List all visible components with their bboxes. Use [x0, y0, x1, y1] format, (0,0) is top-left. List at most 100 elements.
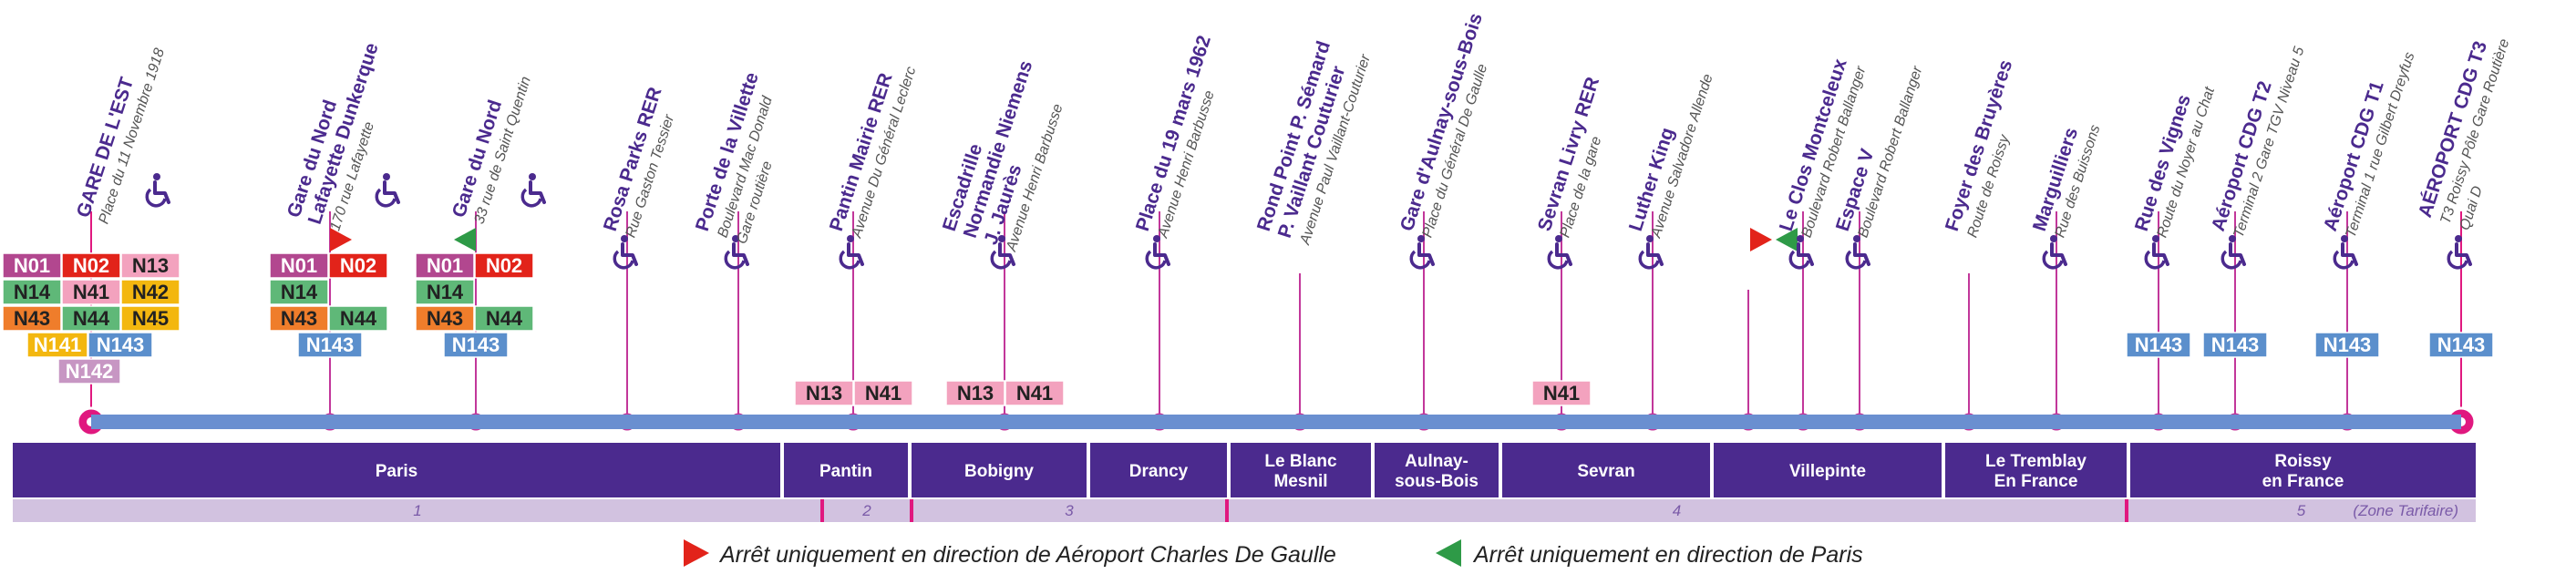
stop-label: EscadrilleNormandie NiemensJ. JaurèsAven…: [939, 51, 1077, 254]
stop[interactable]: EscadrilleNormandie NiemensJ. JaurèsAven…: [939, 51, 1077, 431]
line-badge: N44: [61, 305, 121, 332]
stop-label: Gare d'Aulnay-sous-BoisPlace du Général …: [1396, 11, 1505, 240]
line-badge-label: N41: [865, 382, 902, 405]
line-badge-label: N143: [2211, 333, 2260, 356]
stop[interactable]: GARE DE L'ESTPlace du 11 Novembre 1918N0…: [2, 39, 180, 437]
line-badge: N14: [2, 279, 62, 305]
line-badge: N13: [794, 380, 854, 406]
fare-zone: 5: [2125, 499, 2476, 522]
green-flag-icon: [1436, 539, 1461, 567]
stop-label: AÉROPORT CDG T3T3 Roissy Pôle Gare Routi…: [2415, 29, 2531, 232]
stop-label: Gare du NordLafayette Dunkerque170 rue L…: [283, 34, 401, 233]
wheelchair-icon: [145, 173, 170, 208]
wheelchair-icon: [990, 235, 1015, 270]
line-badge-label: N41: [1016, 382, 1053, 405]
line-badge-label: N13: [132, 254, 169, 277]
stop[interactable]: Rosa Parks RERRue Gaston Tessier: [600, 85, 685, 431]
stop[interactable]: Place du 19 mars 1962Avenue Henri Barbus…: [1132, 33, 1233, 431]
wheelchair-icon: [2333, 235, 2358, 270]
stop[interactable]: Aéroport CDG T1Terminal 1 rue Gilbert Dr…: [2314, 43, 2418, 431]
stop[interactable]: MarguilliersRue des Buissons: [2029, 116, 2104, 431]
stop[interactable]: Porte de la VilletteBoulevard Mac Donald…: [692, 70, 800, 431]
stop[interactable]: Aéroport CDG T2Terminal 2 Gare TGV Nivea…: [2202, 37, 2307, 431]
line-badge-label: N141: [34, 333, 82, 356]
fare-zone-note: (Zone Tarifaire): [2353, 502, 2458, 519]
line-badge: N143: [2428, 332, 2494, 358]
line-badge-label: N14: [427, 281, 464, 303]
stop-label: Pantin Mairie RERAvenue Du Général Lecle…: [826, 57, 920, 241]
wheelchair-icon: [375, 173, 400, 208]
wheelchair-icon: [839, 235, 864, 270]
red-flag-icon: [1750, 228, 1772, 251]
stop-label: Luther KingAvenue Salvadore Allende: [1625, 65, 1716, 241]
line-badge: N41: [853, 380, 913, 406]
legend-green-text: Arrêt uniquement en direction de Paris: [1472, 542, 1863, 568]
stop[interactable]: Foyer des BruyèresRoute de Roissy: [1942, 57, 2035, 431]
line-badge-label: N143: [2437, 333, 2486, 356]
line-badge-label: N44: [486, 307, 523, 330]
wheelchair-icon: [1845, 235, 1870, 270]
commune-name: Pantin: [819, 462, 872, 481]
line-badge: N14: [269, 279, 329, 305]
line-badge: N02: [61, 252, 121, 279]
commune-cell: Bobigny: [912, 443, 1087, 497]
green-flag-icon: [1776, 228, 1798, 251]
line-badge-label: N02: [340, 254, 376, 277]
line-badge: N41: [1531, 380, 1592, 406]
stop-label: Espace VBoulevard Robert Ballanger: [1832, 56, 1926, 240]
fare-zone-number: 1: [413, 502, 421, 519]
line-badge: N43: [269, 305, 329, 332]
route-line: [91, 415, 2461, 429]
line-badge-label: N44: [340, 307, 377, 330]
line-badge: N143: [2202, 332, 2268, 358]
stop[interactable]: AÉROPORT CDG T3T3 Roissy Pôle Gare Routi…: [2415, 29, 2531, 437]
wheelchair-icon: [1638, 235, 1664, 270]
commune-name: Bobigny: [964, 462, 1034, 481]
stop[interactable]: Gare d'Aulnay-sous-BoisPlace du Général …: [1396, 11, 1505, 431]
line-badge-label: N02: [486, 254, 522, 277]
line-badge: N43: [2, 305, 62, 332]
line-badge: N143: [88, 332, 153, 358]
stop[interactable]: Pantin Mairie RERAvenue Du Général Lecle…: [794, 57, 920, 431]
stop-label: Aéroport CDG T1Terminal 1 rue Gilbert Dr…: [2320, 43, 2418, 240]
wheelchair-icon: [2221, 235, 2246, 270]
line-badge: N13: [945, 380, 1005, 406]
wheelchair-icon: [1547, 235, 1572, 270]
stop[interactable]: Rond Point P. SémardP. Vaillant Couturie…: [1253, 38, 1375, 431]
stop-label: Rue des VignesRoute du Noyer au Chat: [2131, 77, 2218, 240]
line-badge: N42: [120, 279, 180, 305]
stop-label: Foyer des BruyèresRoute de Roissy: [1942, 57, 2035, 240]
line-badge: N01: [415, 252, 475, 279]
line-badge-label: N43: [14, 307, 50, 330]
line-badge-label: N01: [281, 254, 317, 277]
wheelchair-icon: [1409, 235, 1435, 270]
fare-zone-number: 4: [1673, 502, 1681, 519]
wheelchair-icon: [613, 235, 638, 270]
line-badge-label: N43: [427, 307, 463, 330]
stop-label: Rosa Parks RERRue Gaston Tessier: [600, 85, 685, 240]
fare-zone: 3: [910, 499, 1227, 522]
line-badge: N43: [415, 305, 475, 332]
stop[interactable]: Luther KingAvenue Salvadore Allende: [1625, 65, 1716, 431]
line-badge: N143: [297, 332, 363, 358]
commune-name: Villepinte: [1789, 462, 1866, 481]
line-badge-label: N14: [14, 281, 51, 303]
commune-cell: Villepinte: [1714, 443, 1942, 497]
line-badge: N141: [26, 332, 88, 358]
line-badge: N44: [474, 305, 534, 332]
line-badge-label: N14: [281, 281, 318, 303]
line-badge-label: N143: [97, 333, 145, 356]
red-flag-icon: [684, 539, 709, 567]
line-badge-label: N44: [73, 307, 110, 330]
stop-label: Gare du Nord33 rue de Saint Quentin: [448, 67, 534, 226]
line-badge: N143: [2126, 332, 2191, 358]
line-badge: N45: [120, 305, 180, 332]
commune-name: Drancy: [1129, 462, 1189, 481]
line-badge: N44: [328, 305, 388, 332]
stop[interactable]: Gare du NordLafayette Dunkerque170 rue L…: [269, 34, 401, 431]
commune-name: Paris: [376, 462, 417, 481]
